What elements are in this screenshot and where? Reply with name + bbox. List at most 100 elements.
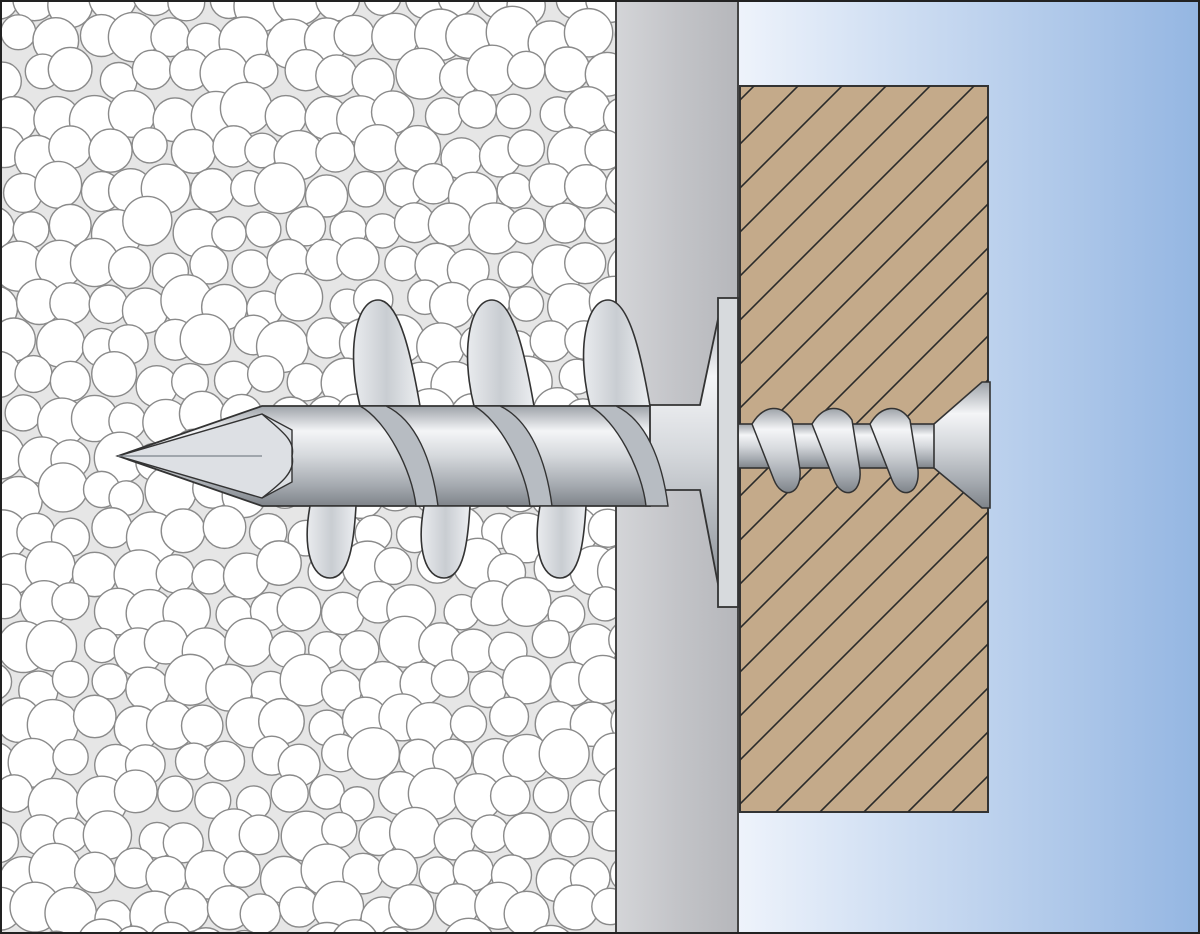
eps-bead xyxy=(508,285,545,322)
eps-bead xyxy=(286,362,326,402)
eps-bead xyxy=(160,508,206,554)
eps-bead xyxy=(157,775,194,813)
eps-bead xyxy=(304,174,349,218)
eps-bead xyxy=(332,919,378,934)
eps-bead xyxy=(531,619,570,659)
eps-bead xyxy=(246,355,285,393)
eps-bead xyxy=(495,93,532,130)
eps-bead xyxy=(167,0,206,22)
eps-bead xyxy=(587,508,616,548)
eps-bead xyxy=(0,663,13,700)
eps-bead xyxy=(155,553,196,594)
eps-bead xyxy=(131,49,173,90)
eps-bead xyxy=(25,620,78,672)
eps-bead xyxy=(37,462,89,513)
eps-bead xyxy=(506,50,546,90)
eps-bead xyxy=(384,245,421,282)
anchor-flange xyxy=(639,297,739,608)
eps-bead xyxy=(274,272,324,322)
eps-bead xyxy=(91,507,133,549)
eps-bead xyxy=(602,98,616,137)
eps-bead xyxy=(388,883,435,931)
eps-bead xyxy=(72,694,117,739)
eps-bead xyxy=(563,7,614,58)
eps-bead xyxy=(49,282,92,325)
eps-bead xyxy=(189,167,235,213)
eps-bead xyxy=(496,172,533,209)
eps-bead xyxy=(132,0,176,17)
eps-bead xyxy=(544,202,586,244)
eps-bead xyxy=(52,738,89,776)
eps-bead xyxy=(34,160,83,209)
eps-bead xyxy=(591,810,616,852)
eps-bead xyxy=(0,14,37,51)
eps-bead xyxy=(610,707,616,738)
anchor-thread-blade xyxy=(536,505,587,579)
eps-bead xyxy=(578,654,616,705)
eps-bead xyxy=(321,811,358,849)
screw-thread xyxy=(751,407,801,494)
eps-bead xyxy=(609,859,616,888)
eps-bead xyxy=(239,893,282,934)
eps-bead xyxy=(180,704,224,748)
eps-bead xyxy=(532,776,570,814)
eps-bead xyxy=(488,696,530,737)
insulation-anchor xyxy=(115,299,669,579)
wood-screw xyxy=(737,381,991,509)
eps-bead xyxy=(564,242,607,285)
eps-bead xyxy=(449,705,488,743)
eps-bead xyxy=(78,918,126,934)
anchor-thread-blade xyxy=(582,299,651,407)
eps-bead xyxy=(596,545,616,597)
eps-bead xyxy=(131,127,168,164)
eps-bead xyxy=(502,812,551,860)
eps-bead xyxy=(584,51,616,97)
eps-bead xyxy=(276,586,322,632)
eps-bead xyxy=(256,540,302,586)
eps-bead xyxy=(238,814,280,856)
eps-bead xyxy=(107,246,152,290)
anchor-thread-blade xyxy=(466,299,535,407)
eps-bead xyxy=(224,617,274,667)
eps-bead xyxy=(253,162,306,215)
anchor-thread-blade xyxy=(420,505,471,579)
eps-bead xyxy=(88,284,129,325)
eps-bead xyxy=(315,132,356,173)
eps-bead xyxy=(544,46,591,93)
eps-bead xyxy=(412,162,455,205)
eps-bead xyxy=(333,14,376,57)
eps-bead xyxy=(113,769,158,814)
eps-bead xyxy=(73,851,116,894)
eps-bead xyxy=(339,629,380,671)
eps-bead xyxy=(83,627,120,664)
eps-bead xyxy=(285,205,327,247)
eps-bead xyxy=(444,917,494,934)
eps-bead xyxy=(457,89,497,129)
eps-bead xyxy=(584,129,616,171)
eps-bead xyxy=(336,237,380,281)
screw-thread xyxy=(811,407,861,494)
eps-bead xyxy=(347,726,401,781)
eps-bead xyxy=(605,166,616,206)
eps-bead xyxy=(550,817,590,858)
screw-thread xyxy=(869,407,919,494)
eps-bead xyxy=(204,740,246,782)
eps-bead xyxy=(430,659,470,698)
eps-bead xyxy=(191,558,227,595)
eps-bead xyxy=(339,786,375,822)
insulation-layer xyxy=(0,0,616,934)
eps-bead xyxy=(353,123,403,173)
eps-bead xyxy=(194,781,232,819)
eps-bead xyxy=(88,128,133,173)
eps-bead xyxy=(608,623,616,656)
eps-bead xyxy=(91,663,128,700)
eps-bead xyxy=(49,360,91,402)
eps-bead xyxy=(231,249,271,289)
eps-bead xyxy=(563,164,609,209)
eps-bead xyxy=(270,774,309,813)
eps-bead xyxy=(189,245,229,285)
eps-bead xyxy=(373,547,413,586)
eps-bead xyxy=(501,576,552,627)
eps-bead xyxy=(347,170,385,208)
eps-bead xyxy=(162,822,204,864)
